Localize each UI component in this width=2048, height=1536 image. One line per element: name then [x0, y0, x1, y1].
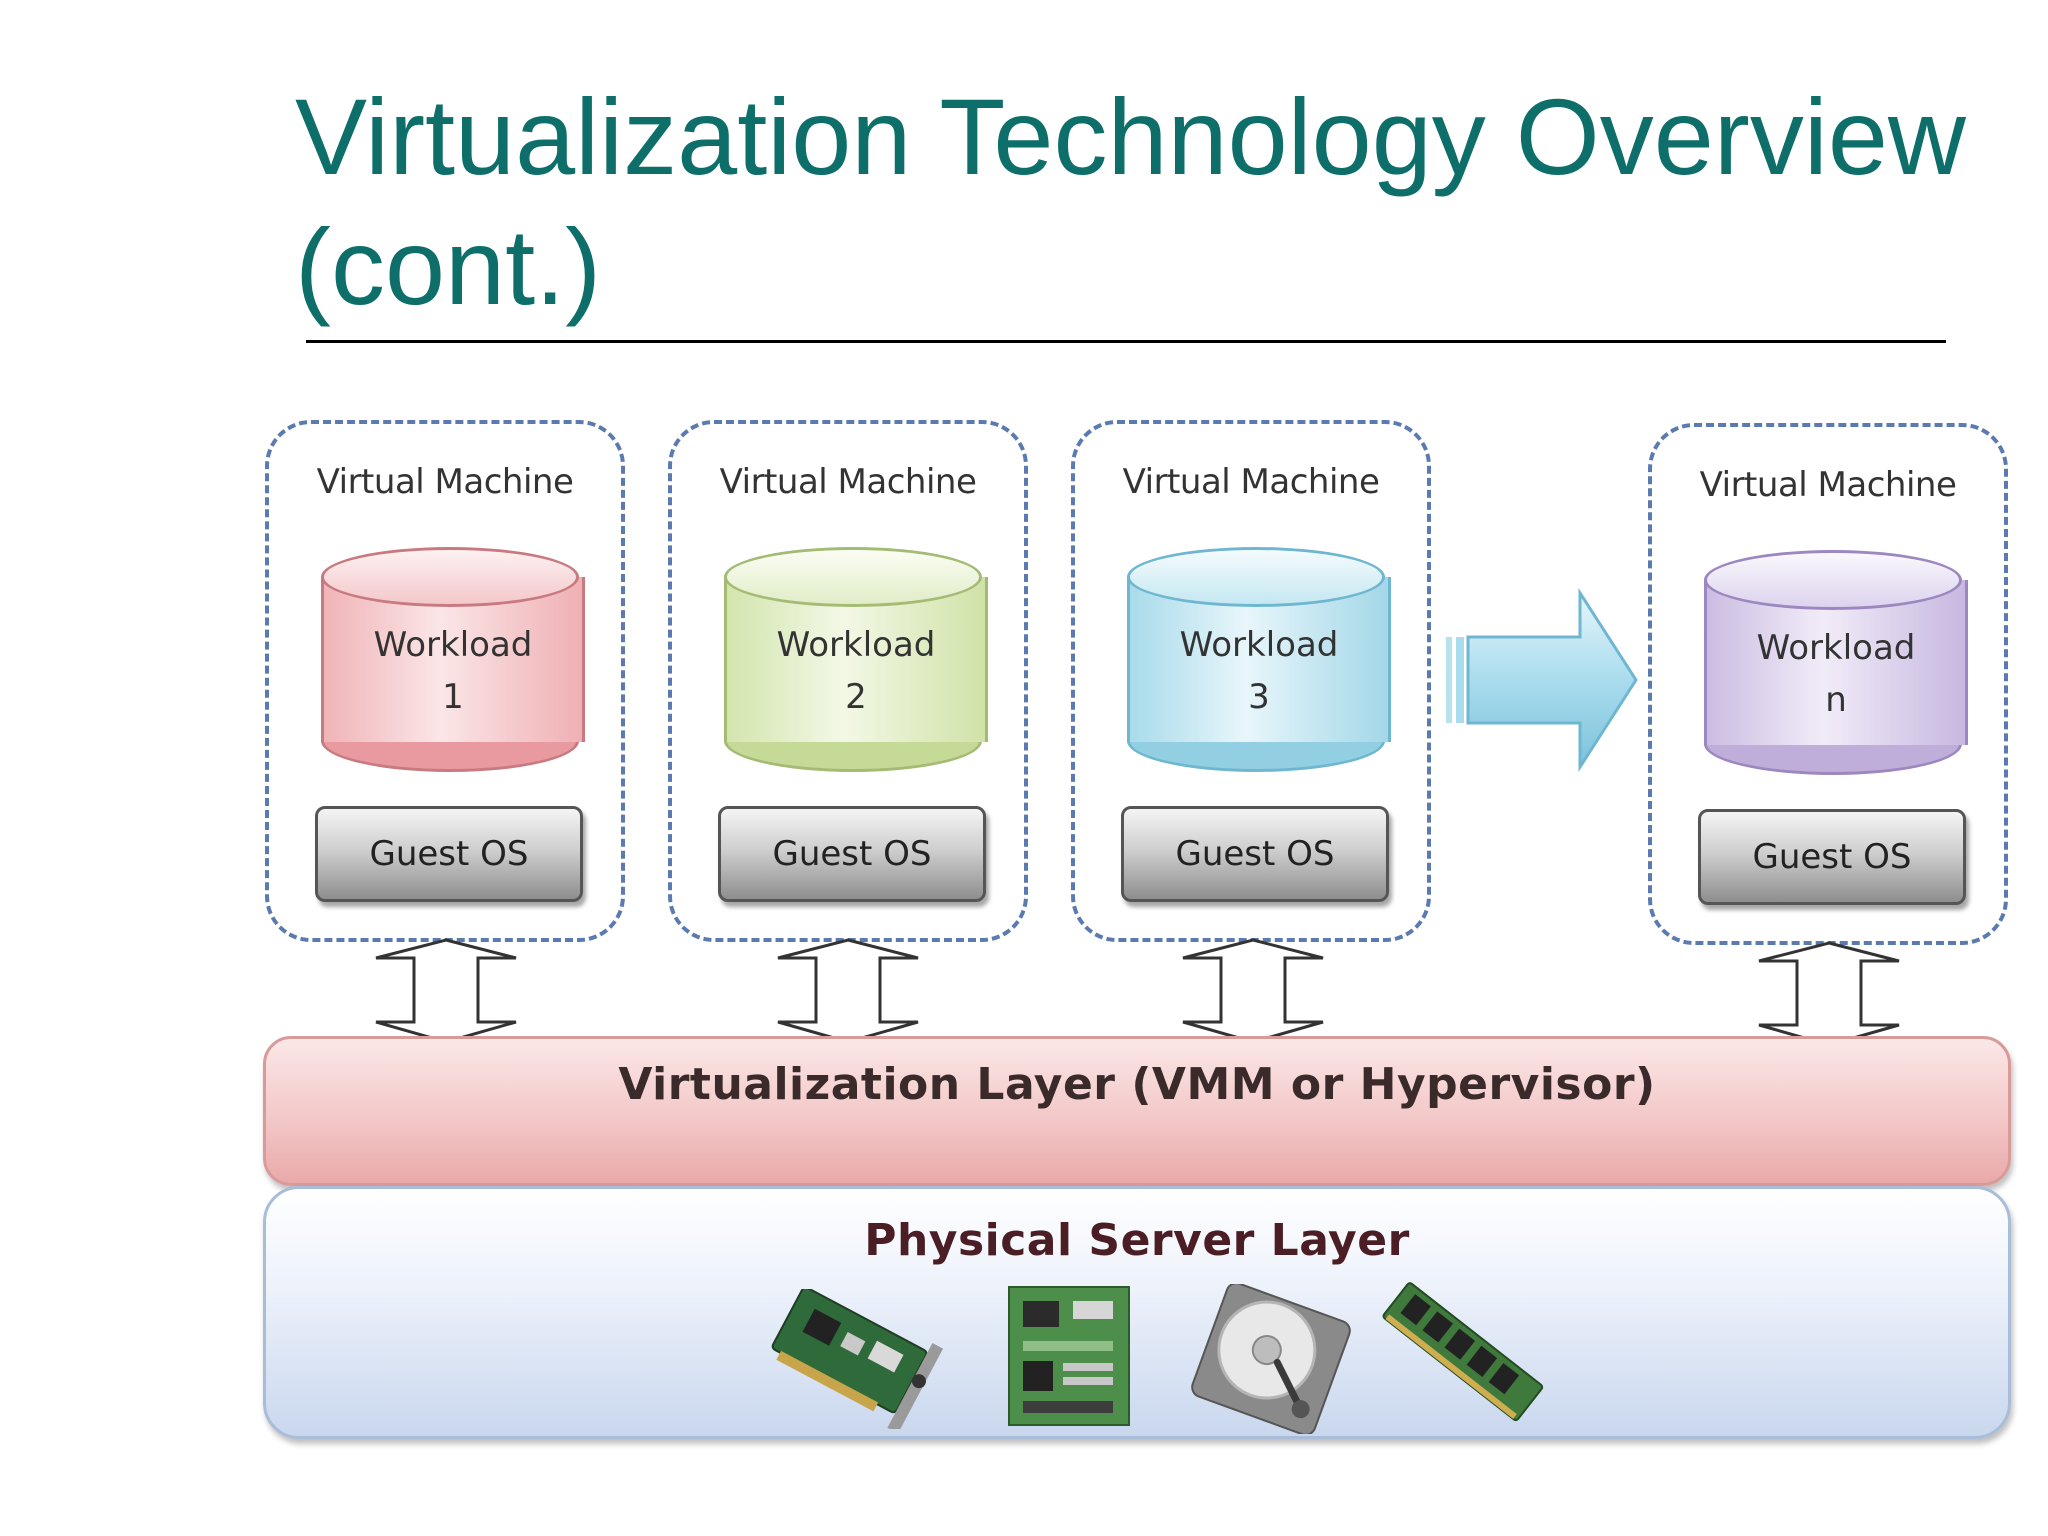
circuit-board-icon	[1001, 1281, 1136, 1431]
virtual-machine-2: Virtual Machine Workload 2 Guest OS	[668, 420, 1028, 942]
physical-server-layer-label: Physical Server Layer	[266, 1215, 2008, 1266]
vm-label: Virtual Machine	[269, 462, 621, 502]
workload-cylinder-n: Workload n	[1704, 550, 1966, 775]
double-arrow-icon	[1173, 936, 1333, 1046]
workload-index: n	[1704, 674, 1968, 726]
virtualization-layer-label: Virtualization Layer (VMM or Hypervisor)	[266, 1059, 2008, 1110]
workload-cylinder-1: Workload 1	[321, 547, 583, 772]
vm-label: Virtual Machine	[672, 462, 1024, 502]
right-arrow-icon	[1440, 585, 1640, 775]
virtualization-layer: Virtualization Layer (VMM or Hypervisor)	[263, 1036, 2011, 1186]
double-arrow-icon	[1749, 939, 1909, 1049]
workload-label: Workload	[1704, 622, 1968, 674]
workload-index: 2	[724, 671, 988, 723]
guest-os-box: Guest OS	[1698, 809, 1966, 905]
workload-label: Workload	[1127, 619, 1391, 671]
guest-os-box: Guest OS	[1121, 806, 1389, 902]
double-arrow-icon	[768, 936, 928, 1046]
virtual-machine-n: Virtual Machine Workload n Guest OS	[1648, 423, 2008, 945]
workload-index: 3	[1127, 671, 1391, 723]
guest-os-box: Guest OS	[315, 806, 583, 902]
workload-cylinder-3: Workload 3	[1127, 547, 1389, 772]
memory-module-icon	[1366, 1269, 1556, 1439]
workload-label: Workload	[724, 619, 988, 671]
slide-title: Virtualization Technology Overview (cont…	[295, 72, 1995, 332]
virtual-machine-3: Virtual Machine Workload 3 Guest OS	[1071, 420, 1431, 942]
vm-label: Virtual Machine	[1652, 465, 2004, 505]
title-divider	[306, 340, 1946, 343]
vm-label: Virtual Machine	[1075, 462, 1427, 502]
workload-index: 1	[321, 671, 585, 723]
virtual-machine-1: Virtual Machine Workload 1 Guest OS	[265, 420, 625, 942]
guest-os-box: Guest OS	[718, 806, 986, 902]
hard-disk-icon	[1186, 1284, 1356, 1434]
title-line-2: (cont.)	[295, 202, 1995, 332]
double-arrow-icon	[366, 936, 526, 1046]
workload-cylinder-2: Workload 2	[724, 547, 986, 772]
physical-server-layer: Physical Server Layer	[263, 1186, 2011, 1439]
title-line-1: Virtualization Technology Overview	[295, 72, 1995, 202]
network-card-icon	[756, 1289, 956, 1429]
workload-label: Workload	[321, 619, 585, 671]
